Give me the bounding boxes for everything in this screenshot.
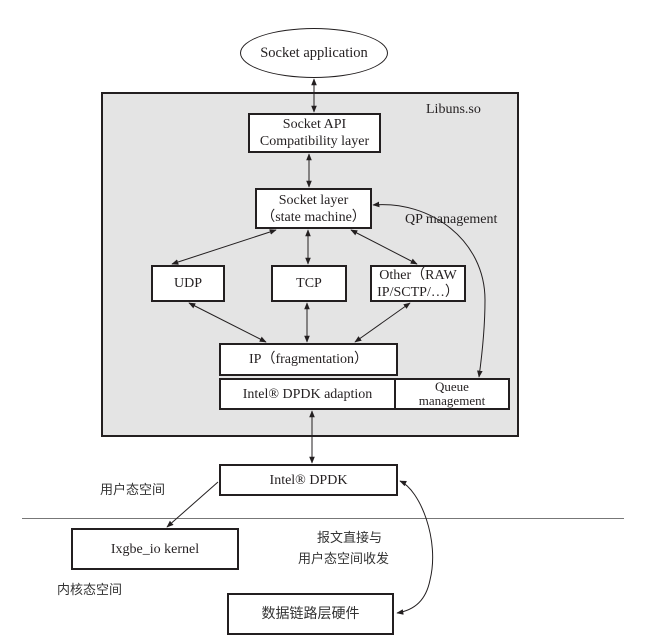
arrow-udp-ip — [188, 302, 267, 343]
hardware-label: 数据链路层硬件 — [261, 605, 360, 622]
udp-box: UDP — [151, 265, 225, 302]
socket-layer-box: Socket layer （state machine） — [255, 188, 372, 229]
dpdk-adaption-label: Intel® DPDK adaption — [242, 386, 373, 402]
socket-layer-line2: （state machine） — [261, 209, 366, 225]
intel-dpdk-box: Intel® DPDK — [219, 464, 398, 496]
libuns-label: Libuns.so — [426, 102, 481, 117]
direct-io-note: 报文直接与 用户态空间收发 — [298, 528, 389, 570]
arrow-other-ip — [354, 302, 411, 343]
tcp-box: TCP — [271, 265, 347, 302]
arrow-qp-management — [372, 201, 486, 378]
intel-dpdk-label: Intel® DPDK — [269, 472, 348, 488]
udp-label: UDP — [173, 276, 202, 291]
dpdk-adaption-box: Intel® DPDK adaption — [219, 378, 396, 410]
arrow-dpdk-hardware — [396, 480, 434, 615]
ip-label: IP（fragmentation） — [249, 352, 368, 367]
queue-line2: management — [418, 393, 486, 408]
tcp-label: TCP — [296, 276, 322, 291]
socket-api-line1: Socket API — [282, 117, 347, 132]
socket-api-layer-box: Socket API Compatibility layer — [248, 113, 381, 153]
queue-line1: Queue — [435, 379, 469, 394]
ixgbe-label: Ixgbe_io kernel — [110, 541, 200, 557]
direct-note-line1: 报文直接与 — [317, 531, 383, 546]
socket-application-node: Socket application — [240, 28, 388, 78]
data-link-hardware-box: 数据链路层硬件 — [227, 593, 394, 635]
socket-layer-line1: Socket layer — [278, 192, 349, 208]
socket-application-label: Socket application — [260, 44, 368, 61]
queue-management-box: Queue management — [394, 378, 510, 410]
ixgbe-io-kernel-box: Ixgbe_io kernel — [71, 528, 239, 570]
user-space-label: 用户态空间 — [100, 483, 166, 498]
direct-note-line2: 用户态空间收发 — [298, 552, 390, 567]
kernel-space-label: 内核态空间 — [57, 583, 123, 598]
arrow-socket-other — [350, 229, 418, 265]
ip-fragmentation-box: IP（fragmentation） — [219, 343, 398, 376]
arrow-socket-udp — [171, 229, 277, 265]
arrow-dpdk-ixgbe — [166, 481, 219, 528]
socket-api-line2: Compatibility layer — [259, 134, 370, 149]
user-kernel-divider — [22, 518, 624, 519]
